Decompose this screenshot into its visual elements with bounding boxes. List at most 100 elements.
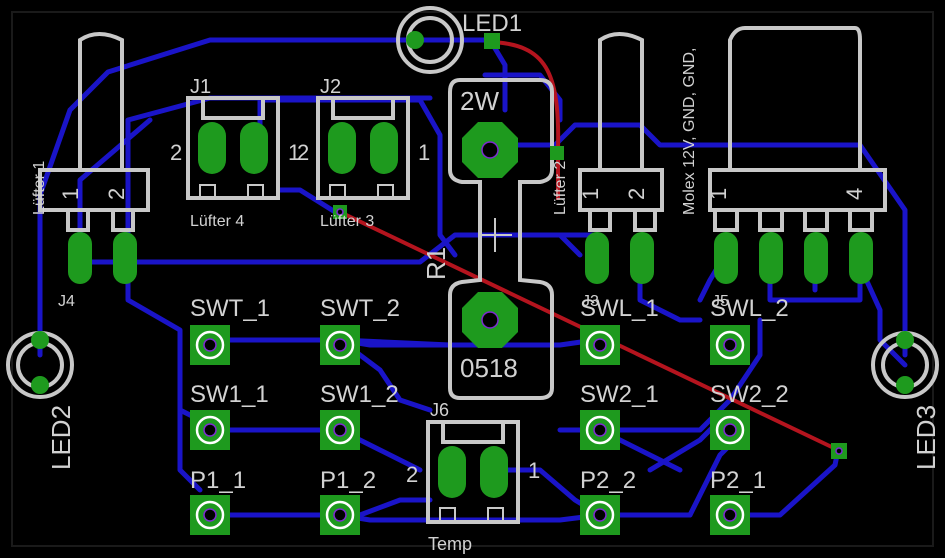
- label-swt2: SWT_2: [320, 295, 400, 322]
- connector-j5-pin4: [848, 208, 874, 232]
- drill-hole: [336, 208, 344, 216]
- connector-j4-body: [38, 168, 150, 212]
- pad: [438, 446, 466, 498]
- trace: [257, 97, 458, 258]
- pad: [370, 122, 398, 174]
- connector-j1-foot: [247, 184, 264, 199]
- trace: [77, 232, 583, 265]
- connector-j1-foot: [199, 184, 216, 199]
- pad: [484, 33, 500, 49]
- pad-ring: [195, 330, 225, 360]
- switch-pad: [190, 325, 230, 365]
- pad: [198, 122, 226, 174]
- label-p2-1: P2_1: [710, 467, 766, 494]
- drill-hole: [593, 338, 607, 352]
- board-outline: [11, 11, 934, 547]
- pin-number: 1: [418, 140, 430, 165]
- connector-j5-pin2: [758, 208, 784, 232]
- switch-pad: [320, 325, 360, 365]
- label-swl2: SWL_2: [710, 295, 789, 322]
- label-sw2-1: SW2_1: [580, 381, 659, 408]
- pads: [31, 31, 914, 498]
- pad-ring: [715, 330, 745, 360]
- pin-number: 2: [406, 462, 418, 487]
- label-led3: LED3: [911, 405, 941, 470]
- pad: [406, 31, 424, 49]
- connector-j3-pin1: [588, 208, 612, 232]
- trace: [852, 252, 908, 368]
- connector-j4-pin1: [66, 208, 90, 232]
- drill-hole: [203, 423, 217, 437]
- label-sw1-1: SW1_1: [190, 381, 269, 408]
- drill-hole: [723, 508, 737, 522]
- pin-number: 2: [104, 188, 129, 200]
- connector-j4-pin2: [111, 208, 135, 232]
- led1-outline: [396, 6, 464, 74]
- label-j3: J3: [582, 293, 599, 310]
- pin-number: 1: [706, 188, 731, 200]
- pad-via: [550, 146, 564, 160]
- connector-j5-pin1: [713, 208, 739, 232]
- pad-ring: [585, 500, 615, 530]
- pin-number: 4: [842, 188, 867, 200]
- drill-hole: [333, 423, 347, 437]
- connector-j5-body: [708, 168, 887, 212]
- switch-pad: [320, 410, 360, 450]
- pin-number: 2: [624, 188, 649, 200]
- pad: [896, 376, 914, 394]
- label-r1: R1: [421, 247, 451, 280]
- pad: [328, 122, 356, 174]
- pin-number: 1: [58, 188, 83, 200]
- pad: [714, 232, 738, 284]
- switch-pad: [320, 495, 360, 535]
- drill-hole: [203, 508, 217, 522]
- connector-j3-outline: [598, 32, 644, 170]
- switch-pad: [190, 495, 230, 535]
- label-led2: LED2: [46, 405, 76, 470]
- pin-number: 2: [297, 140, 309, 165]
- label-j5: J5: [712, 293, 729, 310]
- connector-j5-pin3: [803, 208, 829, 232]
- label-p1-1: P1_1: [190, 467, 246, 494]
- drill-hole: [333, 508, 347, 522]
- label-molex: Molex 12V, GND, GND,: [681, 48, 698, 215]
- pad-ring: [585, 330, 615, 360]
- drill-hole: [481, 141, 499, 159]
- pad-ring: [325, 330, 355, 360]
- trace: [207, 337, 598, 348]
- pad-ring: [195, 500, 225, 530]
- pad: [849, 232, 873, 284]
- drill-hole: [593, 508, 607, 522]
- pad: [31, 376, 49, 394]
- connector-j3-body: [578, 168, 664, 212]
- label-j4: J4: [58, 293, 75, 310]
- pad: [630, 232, 654, 284]
- pad: [896, 331, 914, 349]
- connector-j2-foot: [377, 184, 394, 199]
- connector-j2-latch: [331, 96, 395, 120]
- connector-j3-pin2: [633, 208, 657, 232]
- drill-hole: [723, 423, 737, 437]
- switch-pad: [710, 410, 750, 450]
- pad-ring: [325, 500, 355, 530]
- pad: [480, 446, 508, 498]
- trace: [37, 37, 433, 358]
- pin-number: 1: [528, 458, 540, 483]
- connector-j6-foot: [439, 507, 456, 522]
- pin-number: 2: [170, 140, 182, 165]
- connector-j5-outline: [728, 26, 862, 170]
- drill-hole: [333, 338, 347, 352]
- label-j2: J2: [320, 76, 341, 98]
- pad: [240, 122, 268, 174]
- trace: [125, 259, 203, 493]
- switch-pad: [710, 495, 750, 535]
- label-j6: J6: [430, 400, 449, 420]
- pad-ring: [325, 415, 355, 445]
- label-swl1: SWL_1: [580, 295, 659, 322]
- label-luefter2: Lüfter 2: [552, 161, 569, 215]
- drill-hole: [203, 338, 217, 352]
- pad: [804, 232, 828, 284]
- label-r1-value: 0518: [460, 353, 518, 383]
- switch-pad: [580, 325, 620, 365]
